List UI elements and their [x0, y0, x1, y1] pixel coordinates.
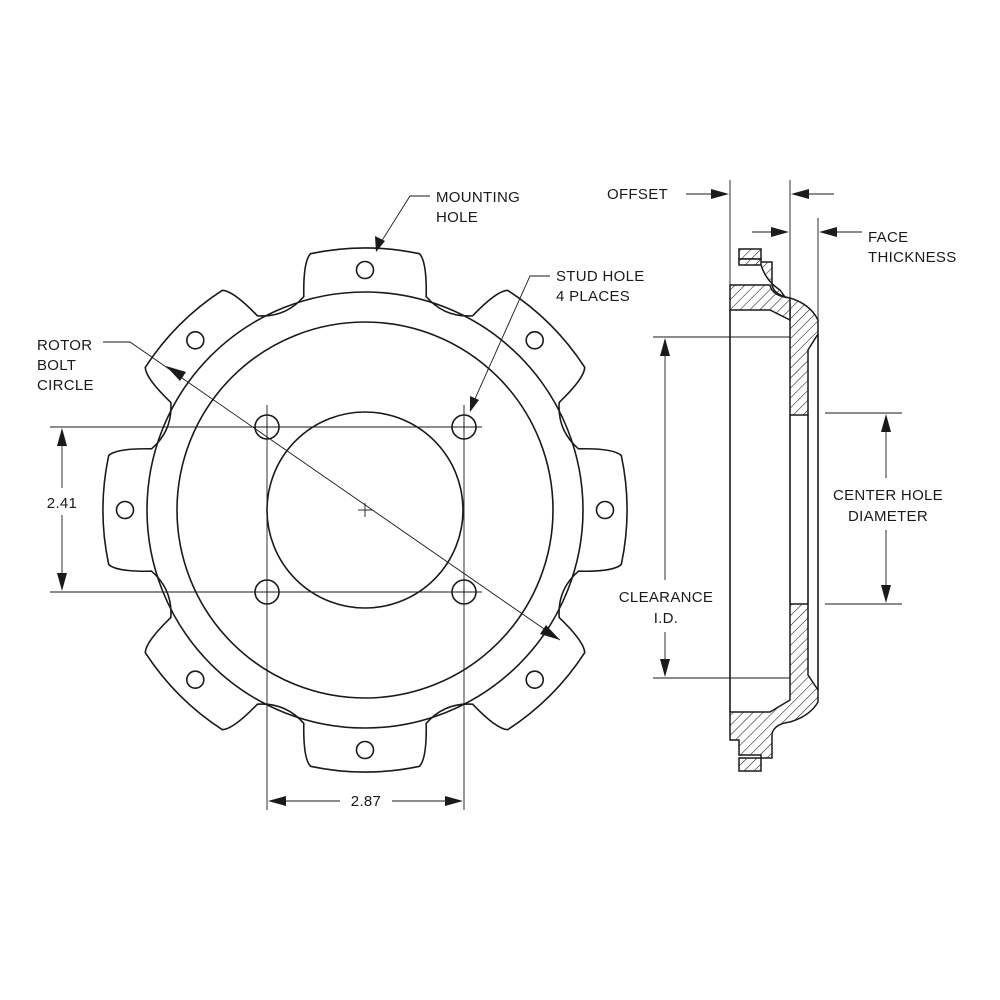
arrowhead [470, 396, 479, 412]
arrowhead [660, 338, 670, 356]
offset-dimension: OFFSET [607, 180, 834, 298]
stud-hole-label-line1: STUD HOLE [556, 268, 645, 285]
arrowhead [445, 796, 463, 806]
section-bottom-body [729, 603, 819, 759]
arrowhead [881, 414, 891, 432]
section-bottom-stub [738, 757, 762, 772]
mounting-hole [186, 670, 205, 690]
mounting-hole [115, 500, 135, 520]
arrowhead [268, 796, 286, 806]
stud-hole-leader [469, 275, 550, 412]
mounting-hole-label-line2: HOLE [436, 209, 478, 226]
stud-hole-label-line2: 4 PLACES [556, 288, 630, 305]
arrowhead [166, 366, 186, 381]
stud-hole [254, 414, 280, 440]
center-hole-dimension: CENTER HOLE DIAMETER [825, 412, 943, 605]
rotor-bolt-circle-label-line1: ROTOR [37, 337, 92, 354]
section-view: OFFSET FACE THICKNESS CENTER HOLE DIAMET… [607, 180, 957, 772]
section-top-body [738, 258, 819, 416]
front-view: 2.41 2.87 MOUNTING HOLE STUD HOLE 4 PLAC… [37, 189, 645, 810]
mounting-hole-label-line1: MOUNTING [436, 189, 520, 206]
stud-holes [254, 414, 477, 605]
dim-2-41-text: 2.41 [47, 495, 77, 512]
stud-hole-grid [50, 405, 482, 810]
arrowhead [791, 189, 809, 199]
mounting-hole [355, 260, 375, 280]
flange-outline [102, 247, 628, 773]
hat-face-circle [176, 321, 554, 699]
stud-hole [254, 579, 280, 605]
clearance-label-line2: I.D. [654, 610, 679, 627]
mounting-hole [525, 330, 545, 350]
rotor-bolt-circle-label-line2: BOLT [37, 357, 76, 374]
arrowhead [57, 573, 67, 591]
arrowhead [375, 236, 385, 252]
mounting-hole [595, 500, 615, 520]
rotor-bolt-circle-dimension [103, 341, 561, 641]
face-thickness-label-line1: FACE [868, 229, 908, 246]
rotor-bolt-circle-label-line3: CIRCLE [37, 377, 94, 394]
inner-flange-circle [146, 291, 584, 729]
dim-2-87: 2.87 [268, 793, 463, 810]
mounting-hole [355, 740, 375, 760]
stud-hole [451, 414, 477, 440]
arrowhead [819, 227, 837, 237]
section-top-flange [729, 284, 791, 322]
clearance-id-dimension: CLEARANCE I.D. [619, 336, 730, 679]
section-top-stub [738, 248, 762, 260]
arrowhead [881, 585, 891, 603]
dim-2-87-text: 2.87 [351, 793, 381, 810]
clearance-label-line1: CLEARANCE [619, 589, 713, 606]
mounting-hole-leader [375, 195, 430, 252]
face-thickness-dimension: FACE THICKNESS [752, 218, 957, 334]
arrowhead [57, 428, 67, 446]
arrowhead [540, 625, 560, 640]
arrowhead [771, 227, 789, 237]
center-hole-label-line2: DIAMETER [848, 508, 928, 525]
mounting-hole [186, 330, 205, 350]
mounting-holes [115, 260, 615, 760]
mounting-hole [525, 670, 545, 690]
arrowhead [711, 189, 729, 199]
face-thickness-label-line2: THICKNESS [868, 249, 957, 266]
dim-2-41: 2.41 [47, 428, 77, 591]
offset-label: OFFSET [607, 186, 668, 203]
center-hole-label-line1: CENTER HOLE [833, 487, 943, 504]
arrowhead [660, 659, 670, 677]
stud-hole [451, 579, 477, 605]
